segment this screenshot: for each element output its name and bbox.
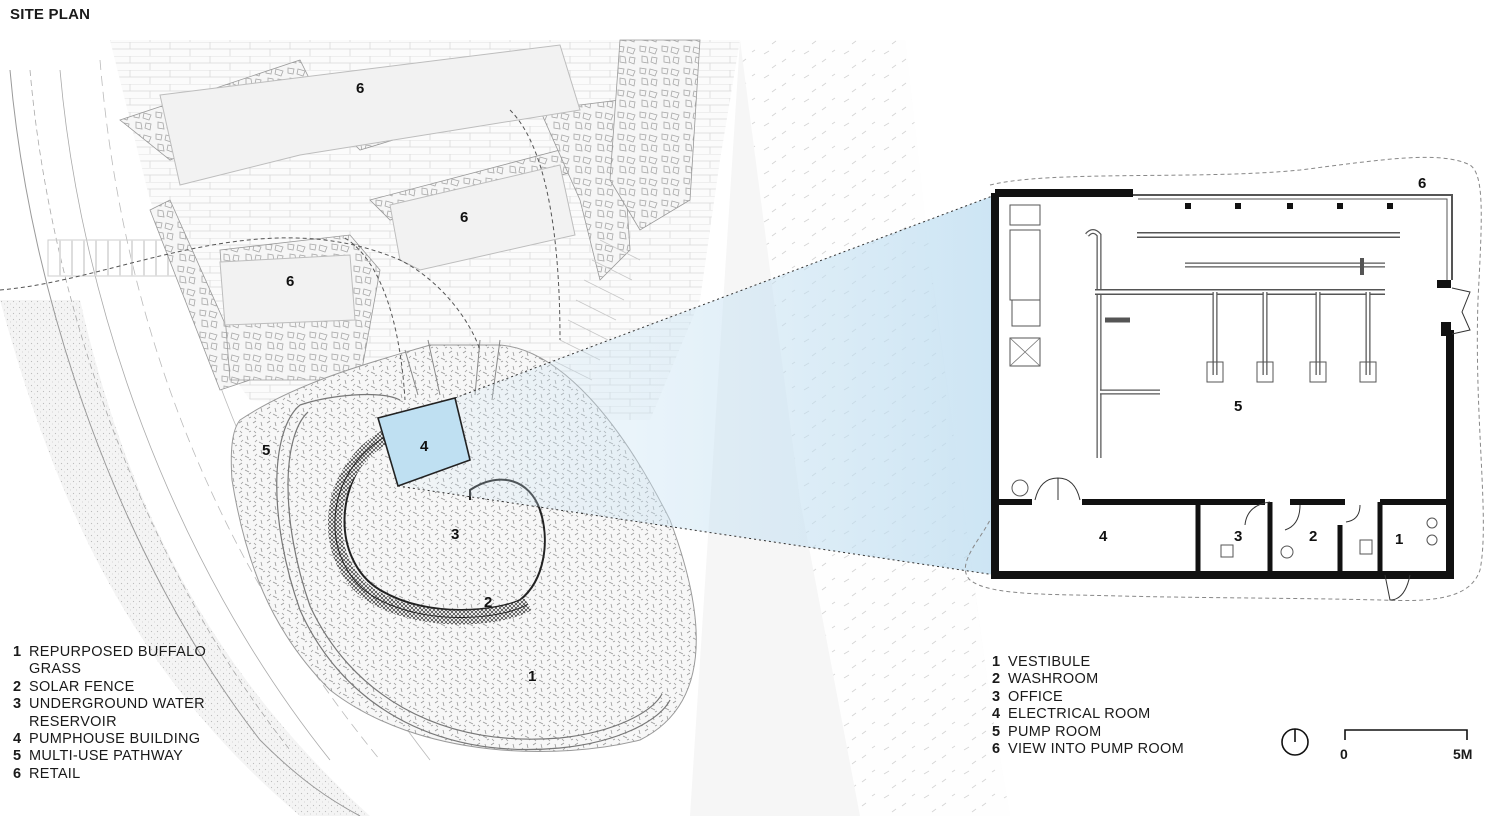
scale-start-label: 0	[1340, 746, 1348, 762]
page-title: SITE PLAN	[10, 6, 91, 23]
road-left	[0, 300, 370, 816]
scale-end-label: 5M	[1453, 746, 1473, 762]
retail-building-a	[159, 44, 581, 186]
retail-building-c	[219, 254, 356, 326]
north-arrow-icon	[1281, 728, 1309, 756]
floor-plan	[991, 189, 1471, 601]
scale-bar	[1344, 729, 1468, 740]
piping	[1085, 229, 1400, 458]
view-cone	[398, 195, 995, 575]
plan-boundary	[964, 156, 1484, 602]
retail-building-b	[389, 164, 576, 271]
pathway	[276, 404, 671, 751]
pumphouse-building	[376, 397, 471, 488]
